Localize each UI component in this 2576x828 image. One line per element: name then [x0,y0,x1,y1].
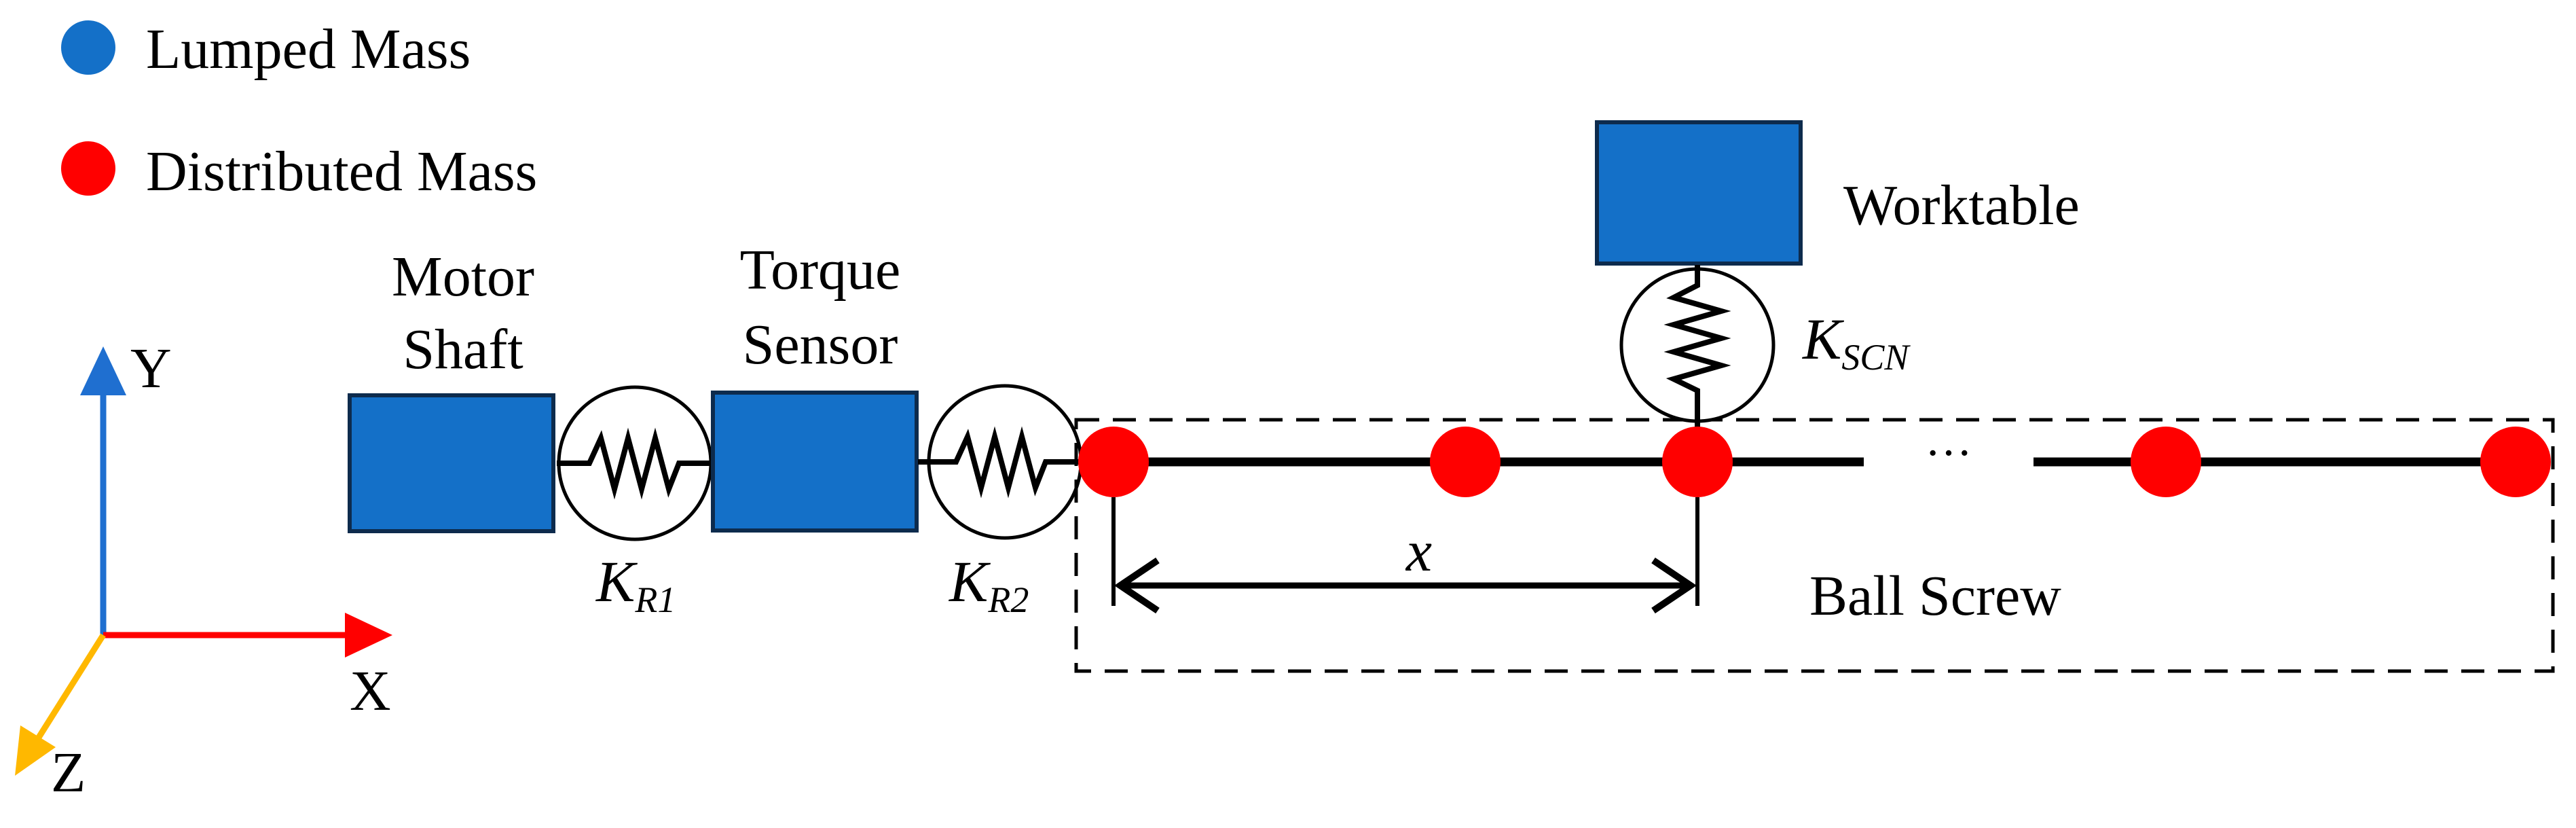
worktable-label: Worktable [1843,174,2080,237]
torque-sensor: Torque Sensor [711,238,919,533]
spring-kscn-zigzag [1663,265,1731,442]
motor-shaft-block [348,393,555,533]
y-axis-arrowhead [80,346,126,395]
kr2-label: KR2 [948,549,1029,620]
spring-kr1: KR1 [557,385,713,620]
legend-lumped-dot [61,20,115,75]
spring-kr2-zigzag [918,426,1081,499]
motor-shaft-label-line1: Motor [392,245,534,308]
torque-sensor-label-line1: Torque [740,238,901,302]
y-axis-label: Y [130,337,172,400]
motor-shaft: Motor Shaft [348,245,555,533]
distributed-node-2 [1430,427,1501,497]
spring-kr2: KR2 [918,384,1083,620]
dimension-label: x [1405,518,1432,583]
legend-lumped-label: Lumped Mass [146,18,471,81]
legend-distributed-dot [61,141,115,196]
legend: Lumped Mass Distributed Mass [61,18,537,203]
distributed-node-4 [2131,427,2201,497]
distributed-node-1 [1078,427,1149,497]
kr2-label-main: K [948,549,991,614]
distributed-mass-nodes [1078,427,2551,497]
ball-screw-label: Ball Screw [1809,564,2061,628]
dimension-arrowhead-right [1651,557,1697,614]
coordinate-axes: Y X Z [15,337,392,804]
worktable-block [1595,120,1803,266]
kscn-label: KSCN [1801,306,1911,378]
shaft-ellipsis: ··· [1925,427,1972,480]
legend-distributed-label: Distributed Mass [146,140,537,203]
kscn-label-sub: SCN [1841,337,1911,378]
distributed-node-3 [1662,427,1733,497]
dimension-x: x [1111,497,1699,614]
distributed-node-5 [2480,427,2551,497]
worktable: Worktable [1595,120,2080,266]
kr1-label: KR1 [595,549,676,620]
dimension-arrowhead-left [1114,557,1160,614]
spring-kscn: KSCN [1619,265,1911,442]
z-axis-line [30,633,106,749]
ball-screw-boundary [1074,418,2555,673]
kr1-label-main: K [595,549,638,614]
z-axis-arrowhead [15,725,56,776]
ball-screw-shaft: ··· [1114,427,2516,480]
kr1-label-sub: R1 [634,579,676,620]
kscn-label-main: K [1801,306,1845,372]
x-axis-arrowhead [345,613,392,658]
kr2-label-sub: R2 [987,579,1029,620]
z-axis-label: Z [51,741,86,804]
spring-kr1-zigzag [557,427,713,500]
x-axis-label: X [350,660,391,723]
motor-shaft-label-line2: Shaft [403,318,523,381]
torque-sensor-block [711,391,919,533]
torque-sensor-label-line2: Sensor [743,313,898,376]
